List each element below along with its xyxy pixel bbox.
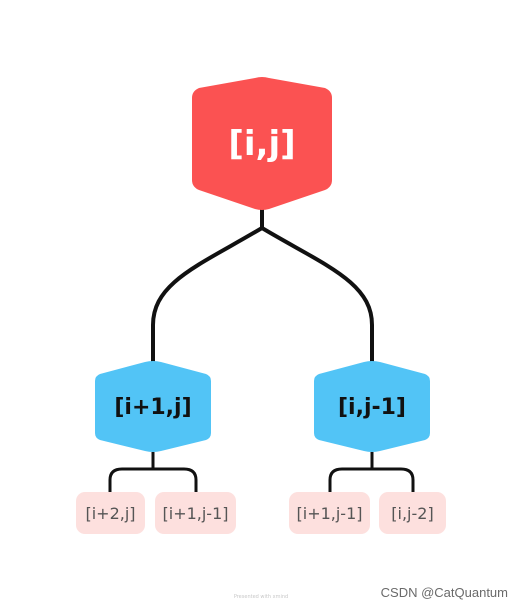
leaf-node-right-1: [i+1,j-1] bbox=[289, 492, 370, 534]
connector-root-left bbox=[151, 208, 264, 364]
connector-root-right bbox=[260, 226, 374, 364]
root-node-shape bbox=[192, 77, 332, 210]
child-node-shape-right bbox=[314, 361, 430, 452]
child-node-label-right: [i,j-1] bbox=[338, 394, 406, 420]
connector-left-leaves bbox=[108, 452, 198, 492]
connector-right-leaves bbox=[328, 452, 415, 492]
child-node-shape-left bbox=[95, 361, 211, 452]
csdn-watermark: CSDN @CatQuantum bbox=[380, 585, 508, 600]
root-node-label: [i,j] bbox=[228, 124, 296, 164]
leaf-node-left-1: [i+2,j] bbox=[76, 492, 145, 534]
child-node-label-left: [i+1,j] bbox=[114, 394, 192, 420]
leaf-node-right-2: [i,j-2] bbox=[379, 492, 446, 534]
xmind-watermark: Presented with xmind bbox=[233, 594, 289, 600]
leaf-node-left-2: [i+1,j-1] bbox=[155, 492, 236, 534]
